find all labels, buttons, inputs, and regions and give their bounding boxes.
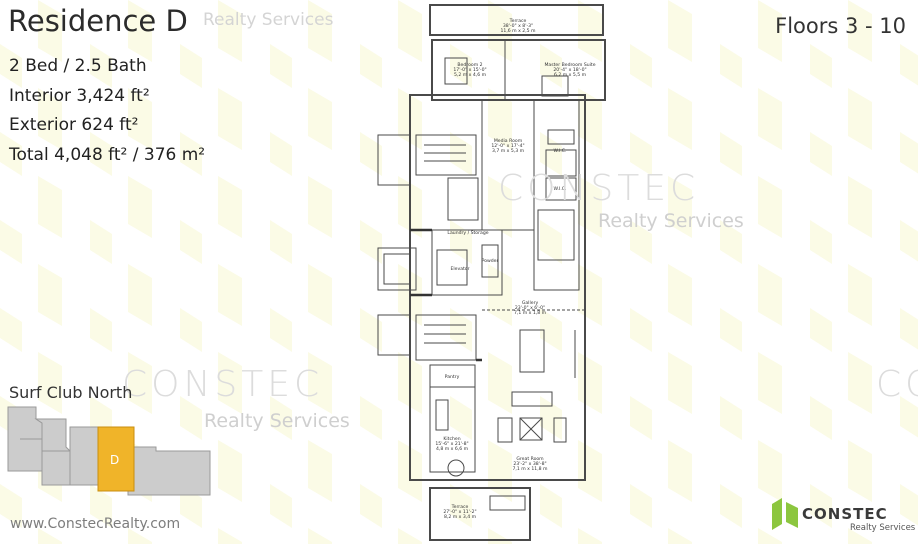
watermark-sub: Realty Services xyxy=(598,210,744,232)
constec-logo: CONSTEC Realty Services xyxy=(768,496,916,536)
room-label: Elevator xyxy=(450,266,469,272)
room-label: 3,7 m x 5,3 m xyxy=(492,148,525,154)
residence-title: Residence D xyxy=(8,4,188,38)
room-label: 23'-2" x 38'-8" xyxy=(513,461,546,467)
room-label: Terrace xyxy=(509,18,527,24)
room-label: 8,2 m x 3,4 m xyxy=(444,514,477,520)
spec-interior: Interior 3,424 ft² xyxy=(9,85,150,106)
room-label: 11,6 m x 2,5 m xyxy=(500,28,536,34)
watermark-name: CONSTEC xyxy=(498,168,700,209)
spec-total: Total 4,048 ft² / 376 m² xyxy=(9,144,206,165)
unit-specs: 2 Bed / 2.5 Bath Interior 3,424 ft² Exte… xyxy=(9,52,205,170)
room-label: W.I.C. xyxy=(554,148,567,154)
building-label: Surf Club North xyxy=(9,383,133,402)
room-label: 15'-6" x 21'-8" xyxy=(435,441,468,447)
logo-sub: Realty Services xyxy=(850,523,916,533)
room-label: Great Room xyxy=(516,456,544,462)
title-brand: Realty Services xyxy=(203,10,334,30)
room-label: Laundry / Storage xyxy=(447,230,488,236)
room-label: 5,2 m x 4,6 m xyxy=(454,72,487,78)
unit-letter: D xyxy=(110,453,120,467)
room-label: Gallery xyxy=(522,300,539,306)
room-label: Pantry xyxy=(445,374,460,380)
room-label: 17'-0" x 15'-0" xyxy=(453,67,486,73)
spec-bed-bath: 2 Bed / 2.5 Bath xyxy=(9,56,147,76)
room-label: Powder xyxy=(482,258,499,264)
logo-name: CONSTEC xyxy=(802,505,888,523)
room-label: 6,2 m x 5,5 m xyxy=(554,72,587,78)
logo-icon xyxy=(772,498,798,530)
watermark-name: CONSTEC xyxy=(876,364,918,405)
room-label: 4,8 m x 6,6 m xyxy=(436,446,469,452)
building-key-map xyxy=(7,406,211,496)
room-label: 12'-0" x 17'-4" xyxy=(491,143,524,149)
spec-exterior: Exterior 624 ft² xyxy=(9,115,139,135)
room-label: W.I.C. xyxy=(554,186,567,192)
room-label: Bedroom 2 xyxy=(457,62,482,68)
room-label: Master Bedroom Suite xyxy=(544,62,595,68)
watermark-name: CONSTEC xyxy=(122,364,324,405)
watermark-sub: Realty Services xyxy=(204,410,350,432)
room-label: 38'-0" x 8'-3" xyxy=(503,23,533,29)
room-label: 20'-4" x 18'-0" xyxy=(553,67,586,73)
room-label: 23'-0" x 6'-0" xyxy=(515,305,545,311)
room-label: Kitchen xyxy=(443,436,460,442)
website-link[interactable]: www.ConstecRealty.com xyxy=(10,516,181,532)
room-label: Terrace xyxy=(451,504,469,510)
room-label: 27'-0" x 11'-2" xyxy=(443,509,476,515)
room-label: Media Room xyxy=(494,138,523,144)
unit-d-highlight xyxy=(97,426,135,492)
room-label: 7,1 m x 11,8 m xyxy=(512,466,548,472)
floors-label: Floors 3 - 10 xyxy=(775,14,906,38)
room-label: 7,1 m x 1,8 m xyxy=(514,310,547,316)
